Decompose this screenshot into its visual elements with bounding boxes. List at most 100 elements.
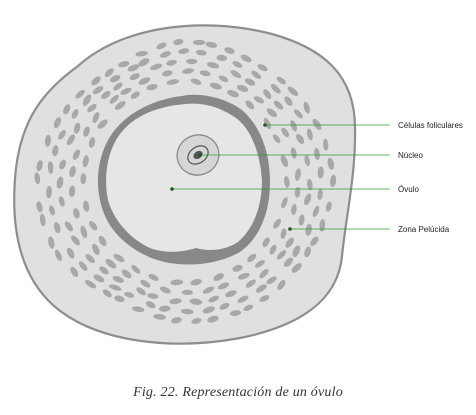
follicular-cell — [63, 104, 71, 115]
follicular-cell — [186, 58, 198, 65]
follicular-cell — [166, 79, 180, 85]
follicular-cell — [89, 221, 98, 231]
follicular-cell — [294, 187, 301, 198]
follicular-cell — [161, 70, 173, 77]
follicular-cell — [298, 214, 305, 226]
follicular-cell — [189, 298, 203, 305]
follicular-cell — [237, 295, 249, 303]
follicular-cell — [199, 70, 211, 77]
follicular-cell — [102, 289, 112, 298]
follicular-cell — [217, 282, 230, 290]
follicular-cell — [156, 42, 167, 50]
follicular-cell — [69, 165, 76, 178]
follicular-cell — [70, 266, 79, 278]
follicular-cell — [135, 50, 148, 57]
follicular-cell — [145, 301, 156, 309]
follicular-cell — [159, 286, 171, 294]
follicular-cell — [244, 78, 256, 86]
follicular-cell — [36, 201, 43, 213]
follicular-cell — [209, 82, 222, 90]
follicular-cell — [93, 274, 105, 283]
follicular-cell — [92, 86, 104, 95]
follicular-cell — [285, 237, 294, 248]
follicular-cell — [110, 74, 121, 83]
follicular-cell — [263, 117, 272, 130]
follicular-cell — [216, 54, 228, 61]
follicular-cell — [114, 295, 125, 303]
follicular-cell — [306, 128, 313, 141]
follicular-cell — [294, 109, 303, 119]
follicular-cell — [82, 94, 92, 106]
follicular-cell — [173, 39, 184, 45]
follicular-cell — [114, 101, 126, 110]
follicular-cell — [292, 245, 301, 258]
follicular-cell — [224, 47, 235, 54]
follicular-cell — [202, 306, 215, 314]
follicular-cell — [277, 279, 286, 290]
follicular-cell — [229, 310, 242, 317]
follicular-cell — [245, 279, 256, 288]
follicular-cell — [39, 213, 46, 227]
follicular-cell — [281, 197, 288, 209]
follicular-cell — [269, 244, 277, 255]
follicular-cell — [150, 63, 163, 71]
follicular-cell — [54, 249, 62, 262]
follicular-cell — [170, 279, 184, 286]
follicular-cell — [202, 286, 215, 294]
follicular-cell — [83, 200, 90, 212]
follicular-cell — [230, 70, 242, 79]
follicular-cell — [219, 302, 230, 310]
follicular-cell — [182, 68, 194, 74]
follicular-cell — [109, 94, 119, 104]
figure-caption: Fig. 22. Representación de un óvulo — [133, 385, 343, 400]
follicular-cell — [255, 284, 267, 293]
follicular-cell — [262, 237, 270, 248]
follicular-cell — [52, 145, 59, 157]
follicular-cell — [232, 264, 243, 272]
follicular-cell — [290, 120, 297, 132]
label-ovulo: Óvulo — [398, 185, 419, 194]
follicular-cell — [66, 134, 76, 146]
follicular-cell — [232, 60, 243, 68]
follicular-cell — [73, 122, 81, 134]
follicular-cell — [330, 174, 337, 188]
follicular-cell — [207, 315, 219, 323]
follicular-cell — [287, 86, 299, 96]
follicular-cell — [195, 49, 207, 56]
follicular-cell — [92, 112, 100, 124]
follicular-cell — [58, 196, 65, 207]
follicular-cell — [105, 258, 117, 269]
follicular-cell — [259, 295, 270, 302]
follicular-cell — [190, 78, 202, 85]
follicular-cell — [237, 272, 250, 280]
follicular-cell — [136, 287, 146, 296]
follicular-cell — [227, 89, 239, 98]
follicular-cell — [147, 293, 159, 299]
follicular-cell — [273, 100, 284, 110]
follicular-cell — [72, 149, 81, 160]
follicular-cell — [118, 61, 130, 68]
follicular-cell — [247, 253, 257, 263]
follicular-cell — [159, 305, 171, 312]
follicular-cell — [263, 89, 272, 100]
follicular-cell — [47, 161, 54, 174]
follicular-cells-layer — [34, 39, 337, 324]
follicular-cell — [291, 263, 302, 273]
follicular-cell — [101, 90, 111, 99]
follicular-cell — [251, 70, 262, 79]
follicular-cell — [307, 178, 313, 191]
follicular-cell — [44, 134, 51, 147]
follicular-cell — [83, 126, 90, 137]
follicular-cell — [92, 243, 100, 256]
follicular-cell — [181, 289, 193, 296]
follicular-cell — [75, 89, 85, 99]
follicular-cell — [91, 76, 101, 86]
follicular-cell — [71, 235, 80, 246]
follicular-cell — [80, 173, 87, 185]
follicular-cell — [71, 109, 79, 119]
follicular-cell — [266, 108, 278, 118]
follicular-cell — [192, 39, 206, 46]
follicular-cell — [97, 119, 108, 129]
follicular-cell — [82, 155, 89, 168]
follicular-cell — [36, 160, 43, 172]
